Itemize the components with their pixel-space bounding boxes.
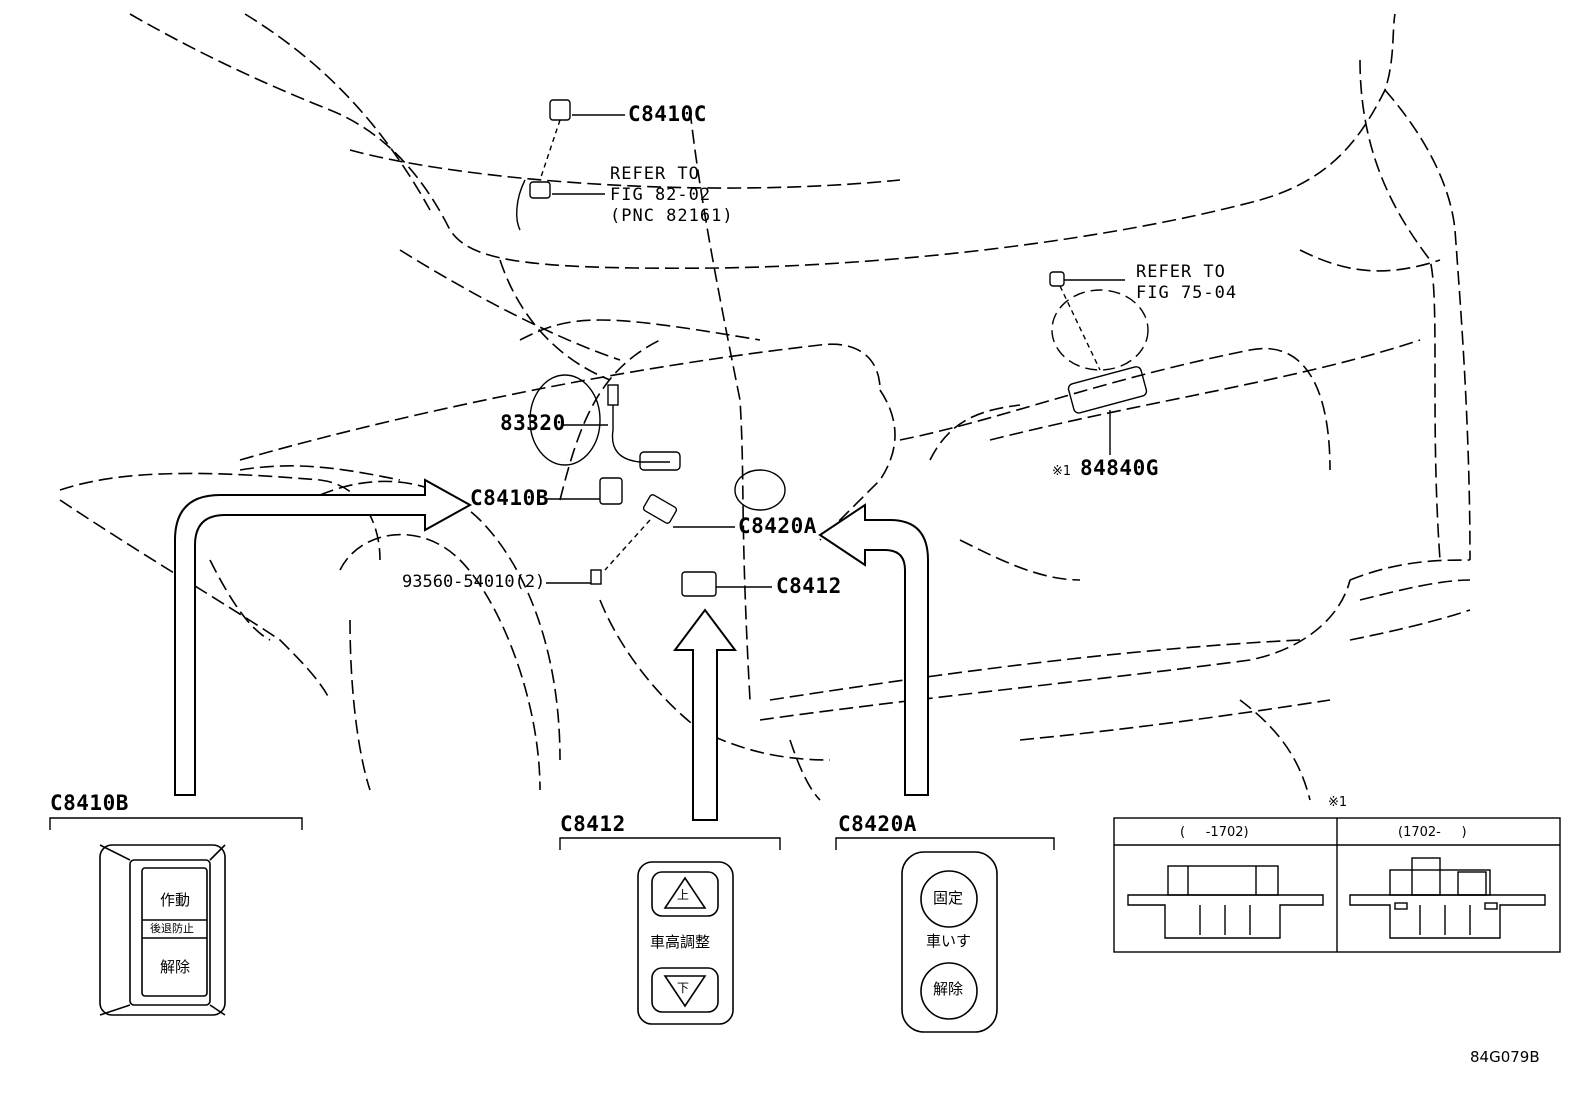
callout-83320: 83320	[500, 411, 566, 435]
detail-title-c8410b: C8410B	[50, 791, 129, 815]
c8412-switch-drawing	[637, 861, 734, 1025]
detail-brackets	[49, 817, 1055, 850]
variant-col2-label: (1702- )	[1398, 825, 1467, 840]
callout-c8410b: C8410B	[470, 486, 549, 510]
reference-fig82-line1: REFER TO	[610, 164, 700, 184]
variant-table	[1113, 817, 1561, 953]
note-mark-84840g: ※1	[1052, 464, 1072, 479]
c8420a-top-label: 固定	[933, 889, 964, 907]
c8410b-switch-drawing	[99, 844, 226, 1016]
variant-table-mark: ※1	[1328, 795, 1348, 810]
c8420a-switch-drawing	[901, 851, 998, 1033]
c8412-up-glyph: 上	[677, 888, 690, 902]
c8412-down-glyph: 下	[677, 981, 690, 995]
c8410b-top-label: 作動	[160, 891, 191, 909]
c8412-center-label: 車高調整	[650, 933, 711, 951]
callout-93560: 93560-54010(2)	[402, 572, 546, 592]
arrow-to-c8410b	[174, 478, 473, 796]
reference-fig82-line3: (PNC 82161)	[610, 206, 734, 226]
callout-c8420a: C8420A	[738, 514, 817, 538]
reference-fig82-line2: FIG 82-02	[610, 185, 712, 205]
component-sketches	[516, 99, 1149, 597]
view-arrows	[174, 478, 929, 821]
detail-title-c8420a: C8420A	[838, 812, 917, 836]
c8410b-mid-label: 後退防止	[150, 922, 194, 935]
detail-title-c8412: C8412	[560, 812, 626, 836]
vehicle-body-outline	[59, 13, 1471, 801]
diagram-id: 84G079B	[1470, 1048, 1540, 1066]
reference-fig75-line1: REFER TO	[1136, 262, 1226, 282]
c8420a-center-label: 車いす	[926, 932, 972, 950]
arrow-to-c8420a	[818, 503, 929, 796]
callout-c8412: C8412	[776, 574, 842, 598]
callout-c8410c: C8410C	[628, 102, 707, 126]
reference-fig75-line2: FIG 75-04	[1136, 283, 1238, 303]
c8420a-bottom-label: 解除	[933, 980, 964, 998]
leader-lines	[546, 114, 1125, 588]
c8410b-bottom-label: 解除	[160, 958, 191, 976]
variant-col1-label: ( -1702)	[1180, 825, 1249, 840]
callout-84840g: 84840G	[1080, 456, 1159, 480]
arrow-to-c8412	[673, 608, 737, 821]
